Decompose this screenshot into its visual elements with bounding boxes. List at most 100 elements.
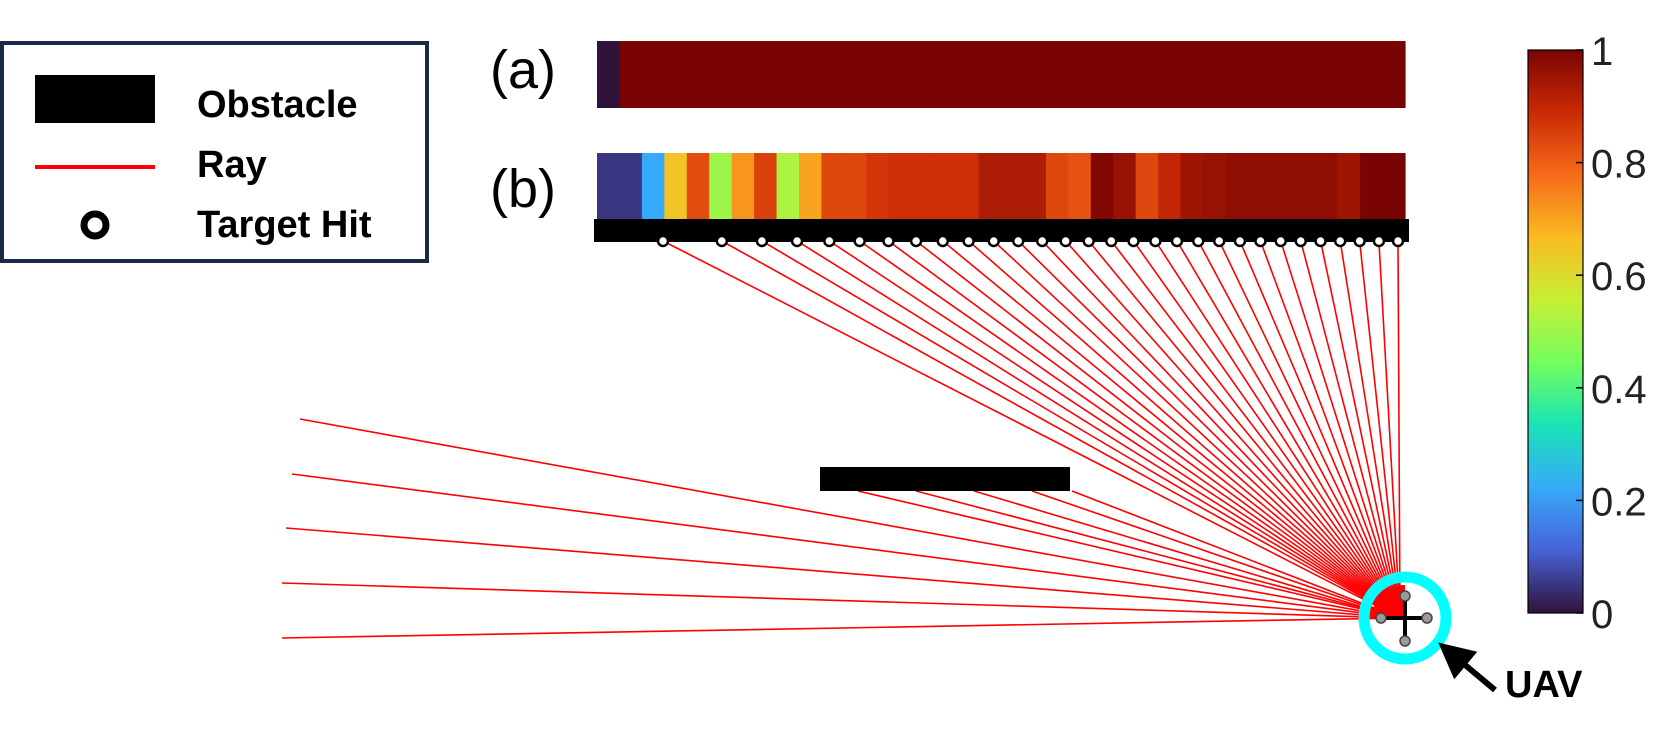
strip-cell (1247, 153, 1271, 219)
strip-cell (1382, 153, 1406, 219)
strip-cell (1337, 41, 1361, 108)
legend-label-target-hit: Target Hit (197, 204, 372, 246)
strip-cell (664, 153, 688, 219)
strip-cell (1045, 41, 1069, 108)
strip-cell (1203, 153, 1227, 219)
target-hit-circle-icon (80, 210, 110, 240)
ray-to-target (1239, 240, 1401, 619)
uav (1358, 571, 1452, 665)
target-hit-marker (1127, 234, 1140, 248)
ray-to-target (1279, 240, 1401, 619)
rays (281, 240, 1401, 639)
strip-cell (754, 153, 778, 219)
strip-cell (821, 41, 845, 108)
strip-cell (1315, 153, 1339, 219)
target-hit-marker (1233, 234, 1247, 248)
target-hit-marker (853, 234, 866, 248)
target-hit-marker (962, 234, 975, 248)
strip-cell (888, 41, 912, 108)
strip-cell (978, 153, 1002, 219)
ray-to-target (915, 240, 1401, 619)
ray-to-obstacle (1031, 490, 1401, 619)
ray-open-space (291, 473, 1401, 619)
ray-to-obstacle (1071, 490, 1401, 619)
strip-cell (911, 41, 935, 108)
target-hit-marker (909, 234, 923, 248)
strip-cell (1135, 153, 1159, 219)
strip-cell (686, 41, 710, 108)
target-hit-marker (1011, 234, 1025, 248)
target-hit-marker (755, 234, 769, 248)
ray-to-target (1197, 240, 1401, 619)
ray-to-target (1397, 240, 1401, 619)
strip-cell (1068, 153, 1092, 219)
strip-cell (799, 153, 823, 219)
strip-cell (1068, 41, 1092, 108)
strip-cell (1292, 153, 1316, 219)
middle-obstacle (820, 467, 1070, 491)
ray-to-target (1218, 240, 1401, 619)
uav-ray-fan (1372, 585, 1405, 618)
target-hit-marker (1212, 234, 1226, 248)
strip-b (597, 153, 1406, 219)
ray-to-obstacle (915, 490, 1401, 619)
strip-cell (1203, 41, 1227, 108)
ray-to-target (942, 240, 1401, 619)
ray-to-target (1088, 240, 1401, 619)
strip-cell (978, 41, 1002, 108)
ray-to-target (968, 240, 1401, 619)
strip-cell (1225, 153, 1249, 219)
ray-to-target (1132, 240, 1401, 619)
ray-to-target (1154, 240, 1401, 619)
target-hit-marker (1105, 234, 1118, 248)
strip-cell (843, 41, 867, 108)
ray-open-space (281, 582, 1401, 619)
strip-cell (1158, 41, 1182, 108)
target-hit-marker (715, 234, 729, 248)
target-hit-marker (1059, 234, 1072, 248)
ray-to-obstacle (973, 490, 1401, 619)
ray-to-target (859, 240, 1401, 619)
ray-to-target (662, 240, 1401, 619)
strip-cell (1270, 153, 1294, 219)
strip-cell (664, 41, 688, 108)
ray-to-target (1378, 240, 1401, 619)
strip-cell (709, 153, 733, 219)
ray-open-space (299, 418, 1401, 619)
strip-cell (956, 153, 980, 219)
colorbar-tick-label: 0 (1591, 593, 1613, 637)
strip-cell (731, 153, 755, 219)
uav-arrow (1438, 642, 1497, 693)
strip-cell (597, 41, 621, 108)
legend-label-obstacle: Obstacle (197, 84, 358, 126)
uav-ring (1358, 571, 1452, 665)
strip-cell (1360, 41, 1384, 108)
strip-a (597, 41, 1406, 108)
ray-to-target (761, 240, 1401, 619)
target-hit-marker (1353, 234, 1366, 248)
strip-cell (821, 153, 845, 219)
colorbar-tick-label: 0.6 (1591, 255, 1647, 299)
ray-to-target (1176, 240, 1401, 619)
strip-cell (641, 153, 665, 219)
strip-cell (731, 41, 755, 108)
strip-cell (956, 41, 980, 108)
strip-cell (933, 153, 957, 219)
strip-cell (641, 41, 665, 108)
strip-cell (1360, 153, 1384, 219)
ray-to-target (796, 240, 1401, 619)
strip-cell (1315, 41, 1339, 108)
strip-cell (1023, 41, 1047, 108)
strip-cell (754, 41, 778, 108)
strip-cell (1158, 153, 1182, 219)
strip-cell (1001, 153, 1025, 219)
target-hit-marker (1082, 234, 1095, 248)
strip-cell (1292, 41, 1316, 108)
ray-to-target (993, 240, 1401, 619)
target-hit-marker (1391, 234, 1405, 248)
strip-cell (1247, 41, 1271, 108)
target-hit-marker (1035, 234, 1049, 248)
target-hit-marker (1333, 234, 1347, 248)
strip-cell (888, 153, 912, 219)
